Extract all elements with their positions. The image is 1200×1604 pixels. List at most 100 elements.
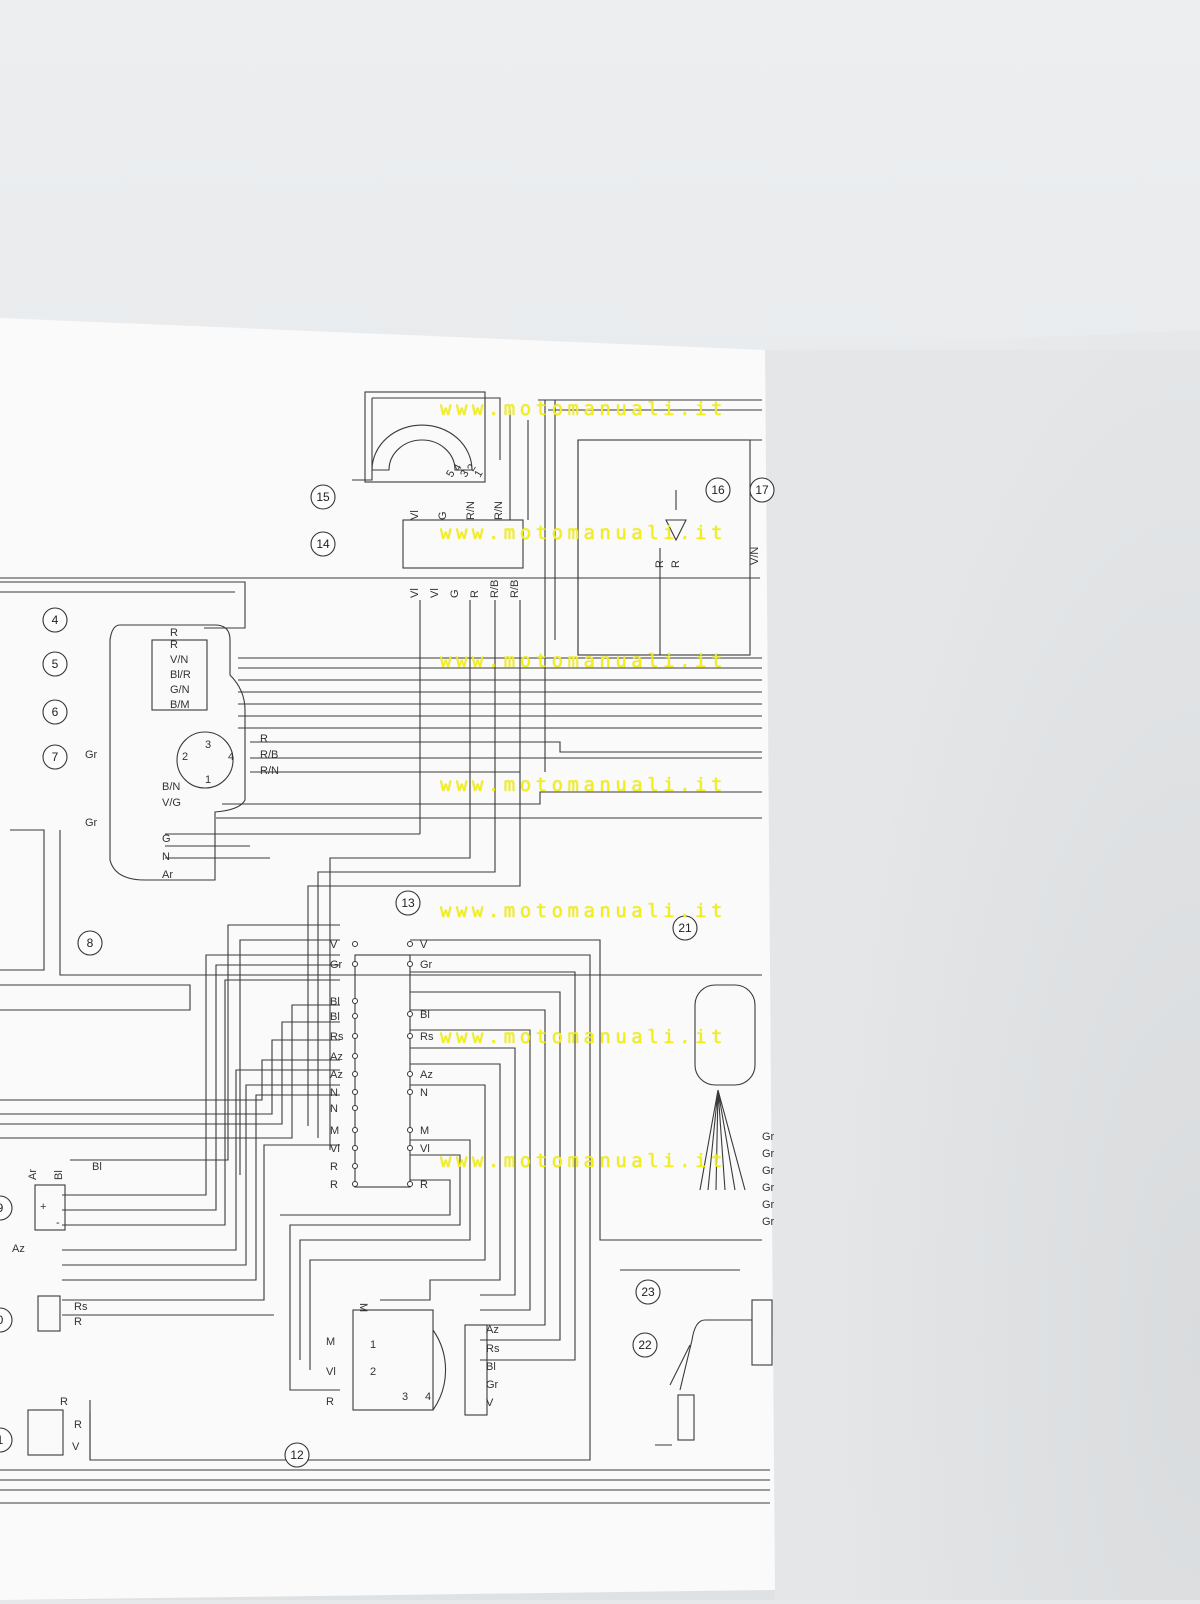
block-10-label: Rs <box>74 1301 88 1313</box>
socket-pin: 3 <box>205 739 211 751</box>
terminal-dot <box>352 1181 358 1187</box>
wire-label: B/N <box>162 781 180 793</box>
block-11-body <box>27 1409 64 1456</box>
block-12-pin: 3 <box>402 1391 408 1403</box>
callout-circle <box>635 1279 661 1305</box>
callout-number: 0 <box>0 1313 4 1327</box>
callout-number: 8 <box>87 936 94 950</box>
connector-14-bottom-label: R <box>469 590 481 598</box>
connector-14-bottom-label: R/B <box>489 580 501 598</box>
callout-15: 15 <box>310 484 336 510</box>
connector-left-body <box>109 624 246 881</box>
gauge-16-label: R <box>670 560 682 568</box>
terminal-dot <box>352 1089 358 1095</box>
callout-circle <box>310 484 336 510</box>
callout-circle <box>42 607 68 633</box>
callout-22: 22 <box>632 1332 658 1358</box>
callout-5: 5 <box>42 651 68 677</box>
block-21-label: Gr <box>762 1182 775 1194</box>
block-9-label: Bl <box>53 1170 65 1180</box>
connector-14-top-label: R/N <box>465 501 477 520</box>
switch-13-left-label: Vl <box>330 1143 340 1155</box>
terminal-dot <box>407 1181 413 1187</box>
terminal-dot <box>352 998 358 1004</box>
callout-4: 4 <box>42 607 68 633</box>
switch-13-left-label: Az <box>330 1069 343 1081</box>
gauge-16-label: R <box>654 560 666 568</box>
block-12-right-label: Rs <box>486 1343 500 1355</box>
block-21-label: Gr <box>762 1131 775 1143</box>
socket-wire-label: R/B <box>260 749 278 761</box>
callout-number: 21 <box>678 921 692 935</box>
callout-6: 6 <box>42 699 68 725</box>
block-10-label: R <box>74 1316 82 1328</box>
callout-number: 17 <box>755 483 769 497</box>
callout-circle <box>0 1427 13 1453</box>
terminal-dot <box>352 1013 358 1019</box>
callout-21: 21 <box>672 915 698 941</box>
switch-15-pin: 1 <box>472 468 485 479</box>
callout-number: 14 <box>316 537 330 551</box>
watermark-text: www.motomanuali.it <box>440 1026 727 1048</box>
switch-13-left-label: N <box>330 1087 338 1099</box>
callout-10: 0 <box>0 1307 13 1333</box>
callout-circle <box>0 1195 13 1221</box>
terminal-dot <box>407 1145 413 1151</box>
terminal-dot <box>407 1089 413 1095</box>
block-12-pin: 4 <box>425 1391 431 1403</box>
switch-13-left-label: R <box>330 1179 338 1191</box>
switch-13-left-label: Bl <box>330 996 340 1008</box>
block-21-label: Gr <box>762 1199 775 1211</box>
wire-lines <box>0 397 770 1504</box>
callout-9: 9 <box>0 1195 13 1221</box>
block-9-body <box>34 1184 66 1231</box>
block-11-label: V <box>72 1441 80 1453</box>
block-12-right-label: Bl <box>486 1361 496 1373</box>
block-21-label: Gr <box>762 1148 775 1160</box>
block-12-body <box>352 1309 434 1411</box>
terminal-dot <box>352 941 358 947</box>
callout-number: 4 <box>52 613 59 627</box>
wire-label: R <box>170 639 178 651</box>
block-9-label: Ar <box>27 1169 39 1180</box>
block-11-label: R <box>60 1396 68 1408</box>
connector-14-top-label: R/N <box>493 501 505 520</box>
callout-circle <box>42 651 68 677</box>
connector-14-bottom-label: Vl <box>429 588 441 598</box>
callout-number: 16 <box>711 483 725 497</box>
terminal-dot <box>352 1033 358 1039</box>
block-21-label: Gr <box>762 1165 775 1177</box>
terminal-dot <box>407 1011 413 1017</box>
connector-14-top-label: G <box>437 511 449 520</box>
block-12-pin: 2 <box>370 1366 376 1378</box>
switch-15-pin: 2 <box>465 462 478 473</box>
socket-wire-label: R/N <box>260 765 279 777</box>
switch-13-right-label: Rs <box>420 1031 434 1043</box>
callout-number: 23 <box>641 1285 655 1299</box>
wire-label: V/G <box>162 797 181 809</box>
switch-13-right-label: Bl <box>420 1009 430 1021</box>
switch-13-right-label: R <box>420 1179 428 1191</box>
callout-number: 9 <box>0 1201 4 1215</box>
callout-circle <box>0 1307 13 1333</box>
switch-13-left-label: Bl <box>330 1011 340 1023</box>
terminal-dot <box>407 1127 413 1133</box>
callout-14: 14 <box>310 531 336 557</box>
block-9-label: Bl <box>92 1161 102 1173</box>
terminal-dot <box>352 1127 358 1133</box>
socket-pin: 1 <box>205 774 211 786</box>
block-21-body <box>694 984 756 1086</box>
block-21-label: Gr <box>762 1216 775 1228</box>
socket-pin: 2 <box>182 751 188 763</box>
wire-label: V/N <box>749 547 761 565</box>
wire-label: Bl/R <box>170 669 191 681</box>
terminal-dot <box>352 1163 358 1169</box>
connector-14-bottom-label: G <box>449 589 461 598</box>
block-12-right-label: Az <box>486 1324 499 1336</box>
terminal-dot <box>352 1053 358 1059</box>
switch-13-right-label: V <box>420 939 428 951</box>
socket-pin: 4 <box>228 751 234 763</box>
callout-circle <box>632 1332 658 1358</box>
block-9-label: Az <box>12 1243 25 1255</box>
